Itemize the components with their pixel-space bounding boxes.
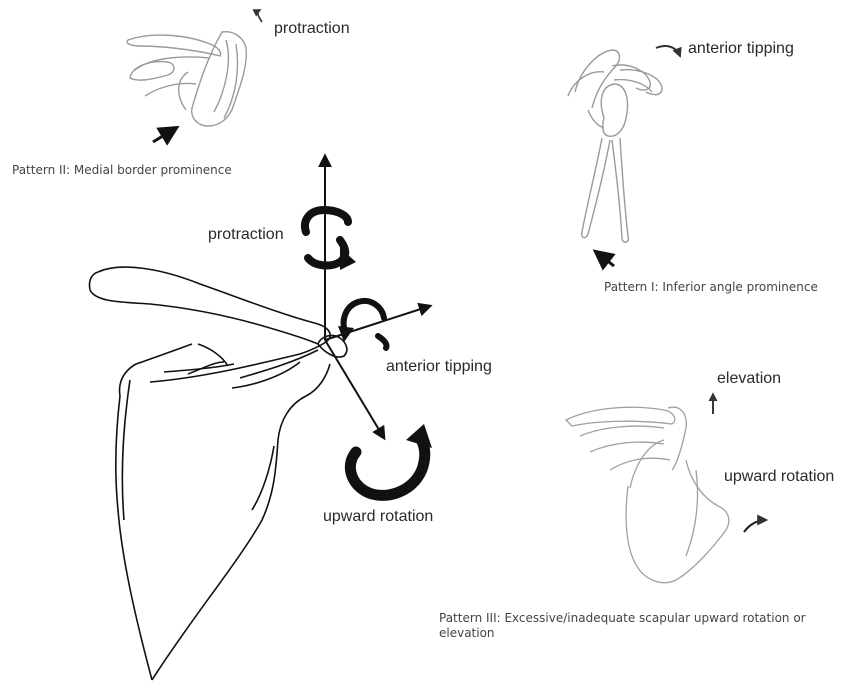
label-protraction-top: protraction	[274, 20, 350, 38]
label-upward-rotation-right: upward rotation	[724, 468, 834, 486]
inferior-angle-arrow-icon	[596, 252, 614, 266]
upward-rotation-axis-arrow-icon	[325, 340, 384, 438]
pattern-2-sketch	[127, 32, 246, 126]
pattern-3-sketch	[566, 407, 729, 583]
main-scapula-outline	[89, 267, 346, 680]
label-upward-rotation-center: upward rotation	[323, 508, 433, 526]
caption-pattern-2: Pattern II: Medial border prominence	[12, 163, 232, 178]
pattern-1-sketch	[568, 50, 662, 242]
label-elevation: elevation	[717, 370, 781, 388]
protraction-rotation-icon	[305, 210, 356, 270]
rotation-axes	[325, 156, 430, 438]
label-protraction-center: protraction	[208, 226, 284, 244]
caption-pattern-1: Pattern I: Inferior angle prominence	[604, 280, 818, 295]
anterior-tipping-rotation-icon	[338, 301, 387, 348]
medial-border-arrow-icon	[153, 128, 176, 142]
caption-pattern-3: Pattern III: Excessive/inadequate scapul…	[439, 611, 849, 641]
protraction-curl-icon	[258, 10, 262, 22]
label-anterior-tipping-center: anterior tipping	[386, 358, 492, 376]
anterior-tipping-curl-icon	[656, 46, 680, 56]
label-anterior-tipping-top: anterior tipping	[688, 40, 794, 58]
upward-rotation-rotation-icon	[350, 424, 432, 495]
upward-rotation-small-arrow-icon	[744, 520, 766, 532]
